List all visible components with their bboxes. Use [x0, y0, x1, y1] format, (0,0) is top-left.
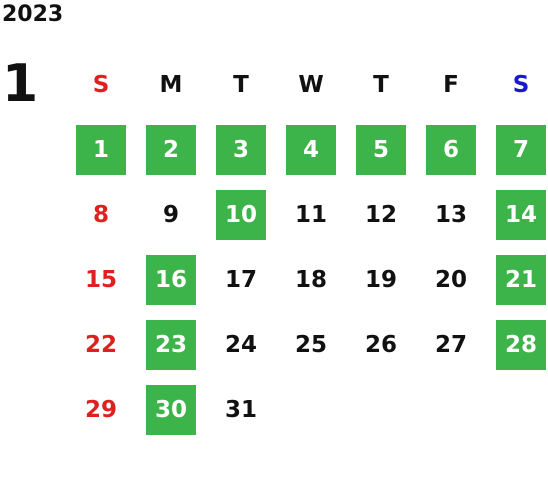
day-cell[interactable]: 26	[364, 332, 397, 358]
day-cell-highlighted[interactable]: 4	[286, 125, 336, 175]
day-cell[interactable]: 12	[364, 202, 397, 228]
day-cell[interactable]: 19	[364, 267, 397, 293]
day-cell[interactable]: 31	[224, 397, 257, 423]
day-cell-highlighted[interactable]: 21	[496, 255, 546, 305]
day-cell[interactable]: 24	[224, 332, 257, 358]
day-cell-highlighted[interactable]: 14	[496, 190, 546, 240]
day-cell[interactable]: 29	[84, 397, 117, 423]
calendar-month: 1	[2, 54, 39, 114]
day-cell-highlighted[interactable]: 7	[496, 125, 546, 175]
day-cell-highlighted[interactable]: 10	[216, 190, 266, 240]
day-cell-highlighted[interactable]: 23	[146, 320, 196, 370]
day-cell[interactable]: 15	[84, 267, 117, 293]
weekday-tue: T	[233, 72, 249, 98]
day-cell[interactable]: 20	[434, 267, 467, 293]
day-cell[interactable]: 8	[92, 202, 109, 228]
week-row: 8 9 10 11 12 13 14	[76, 190, 546, 240]
week-row: 29 30 31	[76, 385, 546, 435]
weekday-wed: W	[298, 72, 324, 98]
day-cell-highlighted[interactable]: 3	[216, 125, 266, 175]
day-cell-highlighted[interactable]: 16	[146, 255, 196, 305]
day-cell-highlighted[interactable]: 5	[356, 125, 406, 175]
weekday-header-row: S M T W T F S	[76, 60, 546, 110]
day-cell[interactable]: 17	[224, 267, 257, 293]
week-row: 22 23 24 25 26 27 28	[76, 320, 546, 370]
weekday-fri: F	[443, 72, 459, 98]
weekday-sun: S	[92, 72, 110, 98]
weekday-sat: S	[512, 72, 530, 98]
day-cell[interactable]: 18	[294, 267, 327, 293]
day-cell-highlighted[interactable]: 1	[76, 125, 126, 175]
calendar-year: 2023	[2, 2, 64, 27]
week-row: 15 16 17 18 19 20 21	[76, 255, 546, 305]
day-cell[interactable]: 27	[434, 332, 467, 358]
weekday-mon: M	[159, 72, 183, 98]
day-cell-highlighted[interactable]: 6	[426, 125, 476, 175]
day-cell[interactable]: 13	[434, 202, 467, 228]
day-cell[interactable]: 25	[294, 332, 327, 358]
day-cell-highlighted[interactable]: 28	[496, 320, 546, 370]
weekday-thu: T	[373, 72, 389, 98]
day-cell-highlighted[interactable]: 30	[146, 385, 196, 435]
day-cell-highlighted[interactable]: 2	[146, 125, 196, 175]
day-cell[interactable]: 22	[84, 332, 117, 358]
day-cell[interactable]: 11	[294, 202, 327, 228]
day-cell[interactable]: 9	[162, 202, 179, 228]
